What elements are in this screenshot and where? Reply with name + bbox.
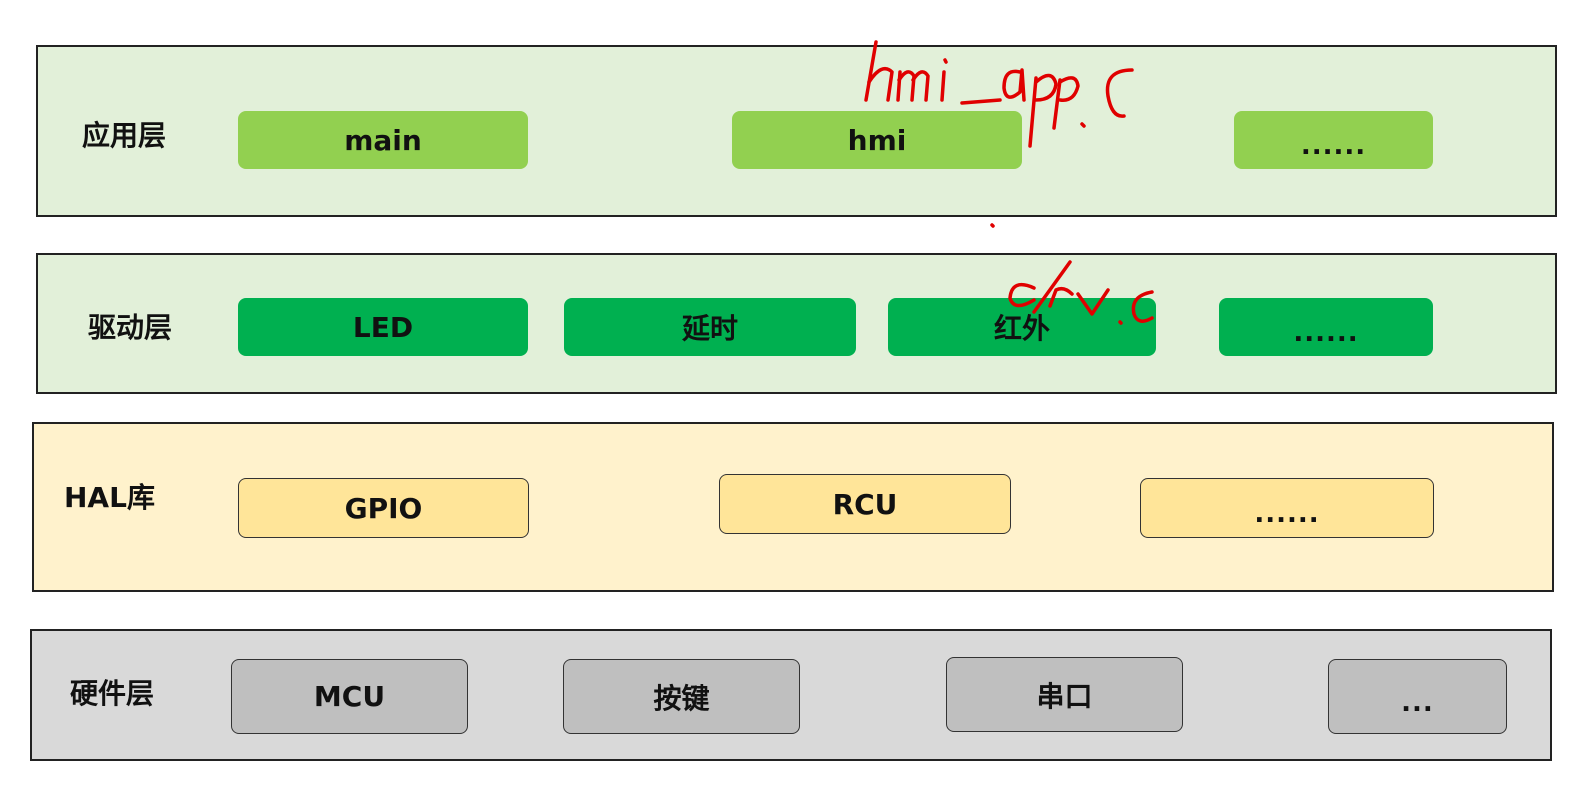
hardware-block-mcu: MCU bbox=[231, 659, 468, 734]
hal-layer-label: HAL库 bbox=[64, 481, 155, 514]
driver-block-more: ...... bbox=[1219, 298, 1433, 356]
app-block-more: ...... bbox=[1234, 111, 1433, 169]
hardware-block-uart: 串口 bbox=[946, 657, 1183, 732]
hardware-block-more: ... bbox=[1328, 659, 1507, 734]
hal-block-rcu: RCU bbox=[719, 474, 1011, 534]
driver-block-infrared: 红外 bbox=[888, 298, 1156, 356]
app-block-hmi: hmi bbox=[732, 111, 1022, 169]
hal-block-gpio: GPIO bbox=[238, 478, 529, 538]
ink-dot bbox=[990, 223, 995, 228]
app-block-main: main bbox=[238, 111, 528, 169]
hardware-layer-label: 硬件层 bbox=[70, 677, 155, 710]
hal-block-more: ...... bbox=[1140, 478, 1434, 538]
application-layer-label: 应用层 bbox=[82, 119, 167, 152]
hardware-block-keys: 按键 bbox=[563, 659, 800, 734]
driver-block-delay: 延时 bbox=[564, 298, 856, 356]
driver-layer-label: 驱动层 bbox=[88, 311, 173, 344]
driver-block-led: LED bbox=[238, 298, 528, 356]
